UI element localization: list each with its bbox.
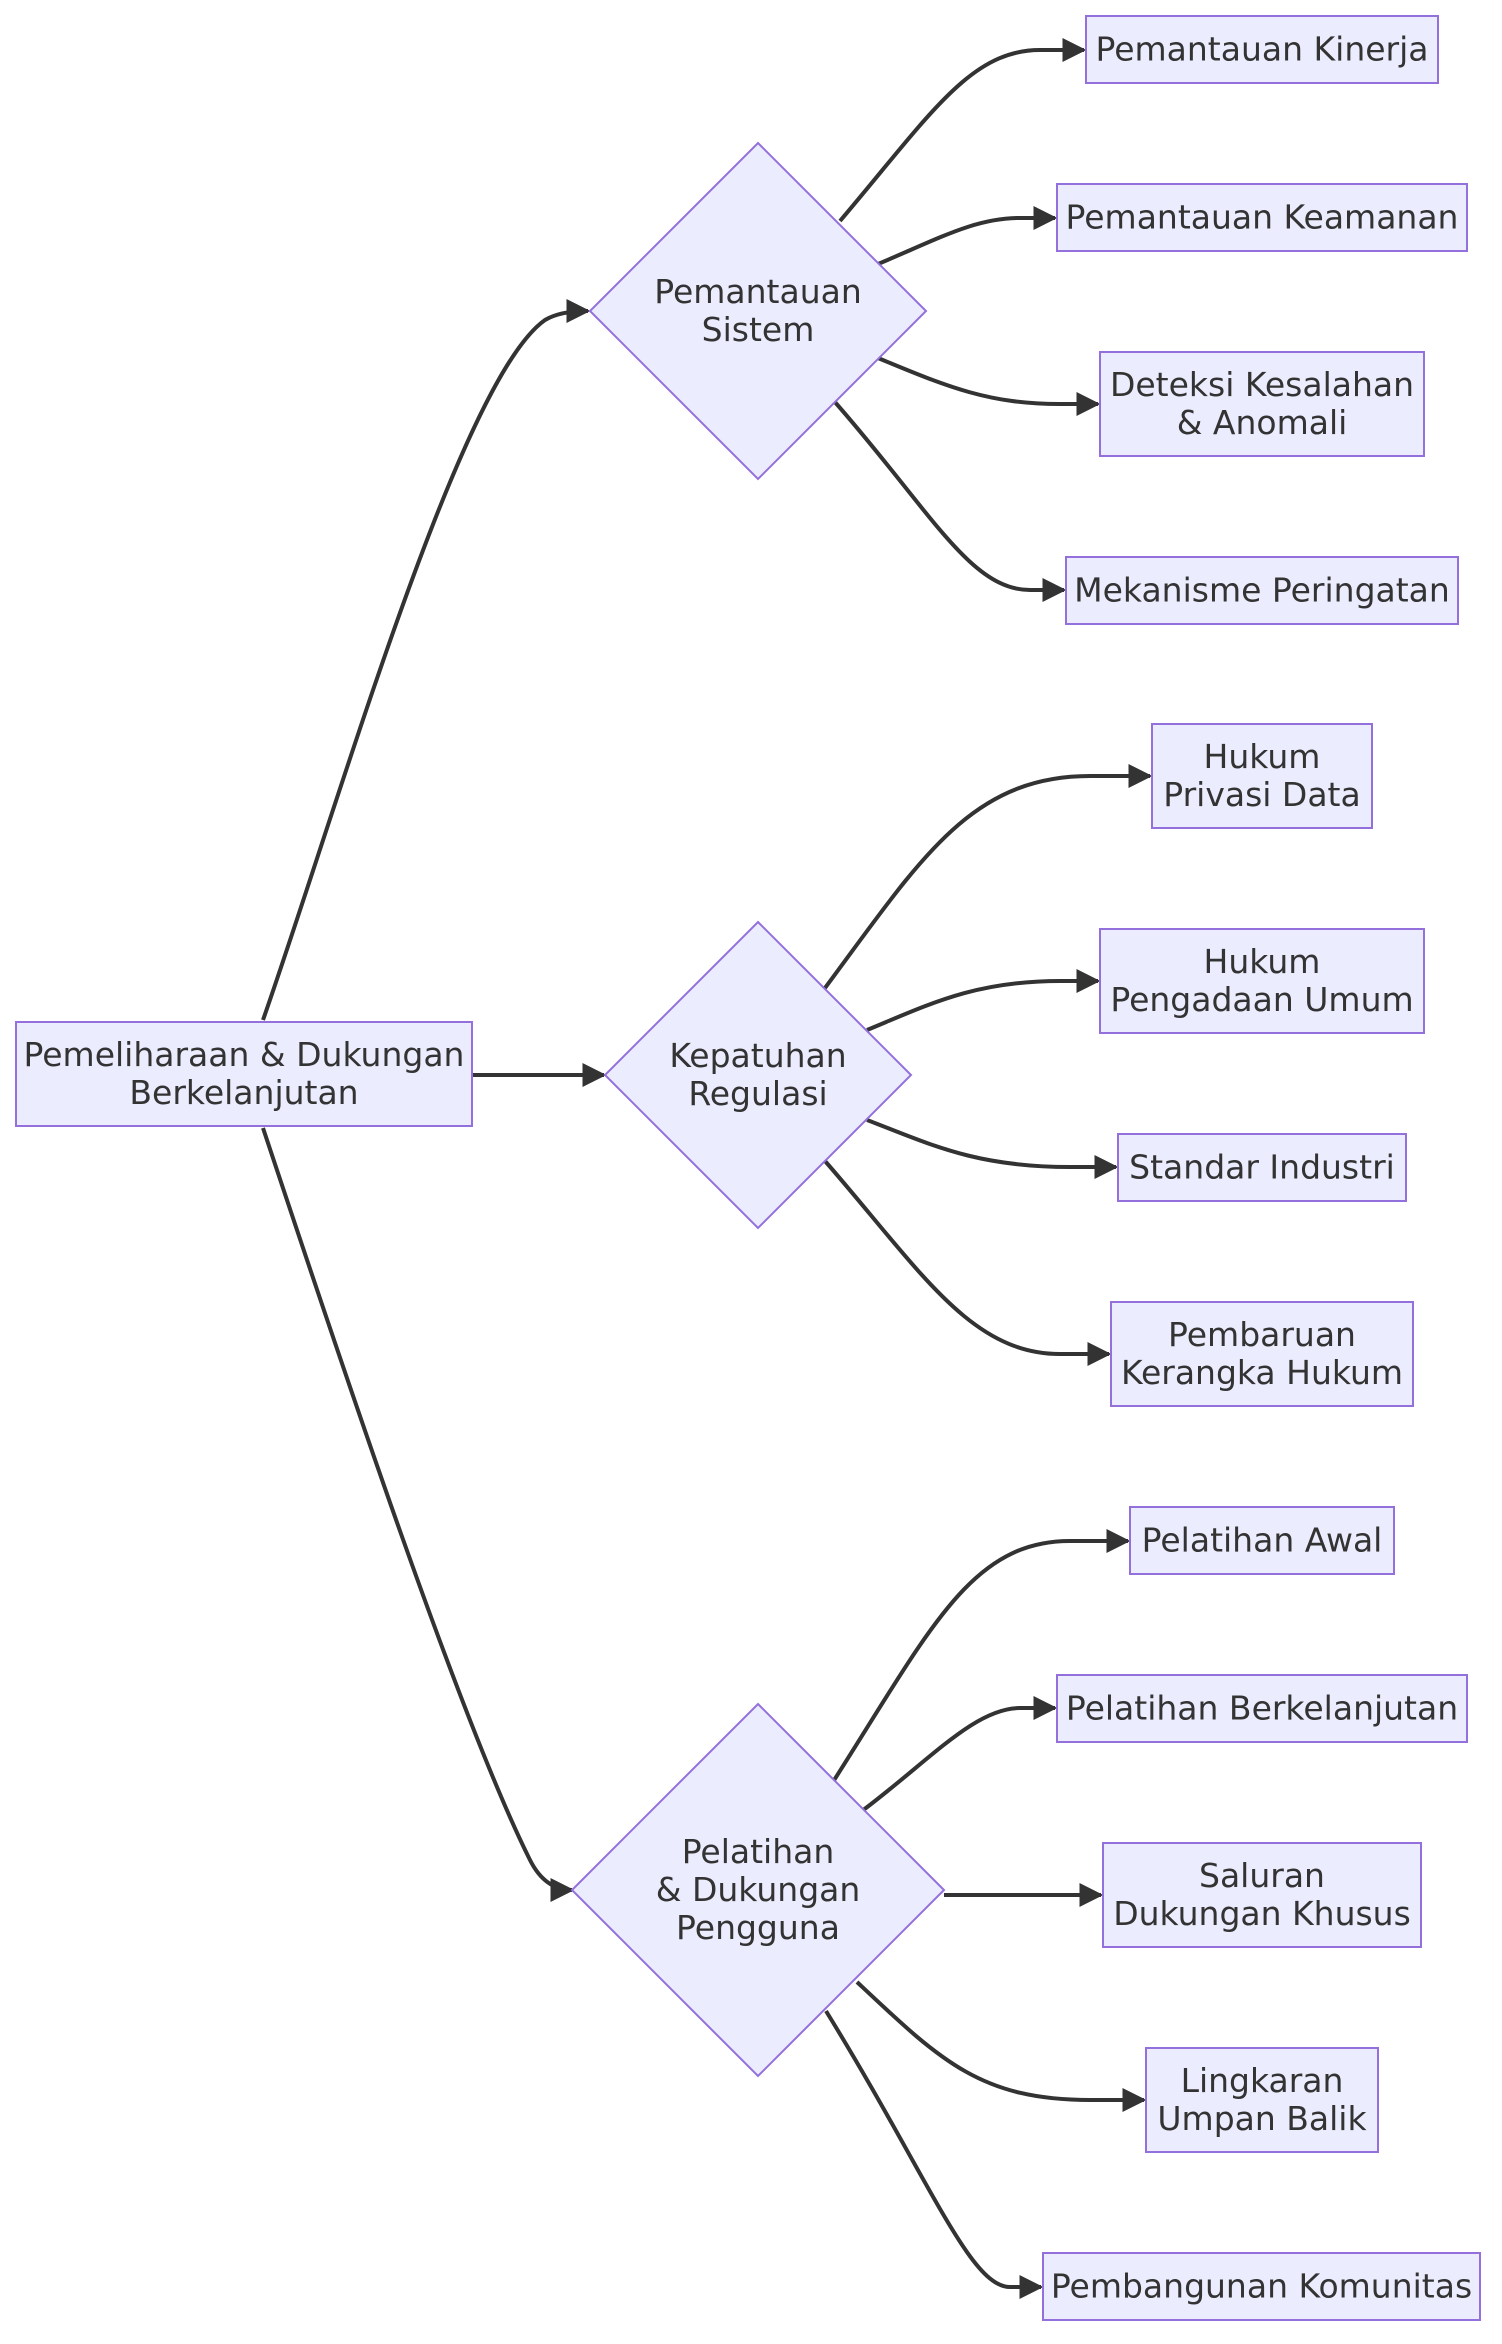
edge-compliance-c2 — [866, 969, 1101, 1032]
node-label-line: Pemeliharaan & Dukungan — [24, 1035, 465, 1074]
node-box — [1099, 928, 1425, 1034]
edge-monitoring-m4 — [832, 399, 1067, 602]
node-label-line: Pembangunan Komunitas — [1051, 2267, 1472, 2306]
node-label-line: Standar Industri — [1129, 1148, 1395, 1187]
edge-training-t2 — [860, 1696, 1058, 1813]
node-box — [1099, 351, 1425, 457]
edge-monitoring-m2 — [877, 206, 1058, 266]
leaf-node-c3[interactable]: Standar Industri — [1117, 1133, 1407, 1202]
node-label-line: Saluran — [1199, 1856, 1325, 1895]
node-label-line: Pemantauan Keamanan — [1066, 198, 1459, 237]
node-box — [1085, 15, 1439, 84]
node-box — [1042, 2252, 1481, 2321]
node-label-line: Umpan Balik — [1157, 2099, 1367, 2138]
node-label-line: Pemantauan — [654, 272, 862, 311]
node-label-line: Pembaruan — [1168, 1315, 1356, 1354]
node-label-line: Pelatihan — [682, 1832, 835, 1871]
node-label-line: Pemantauan Kinerja — [1096, 30, 1429, 69]
leaf-node-t2[interactable]: Pelatihan Berkelanjutan — [1056, 1674, 1468, 1743]
decision-diamond — [603, 920, 913, 1230]
edge-monitoring-m1 — [838, 38, 1087, 223]
node-box — [1110, 1301, 1414, 1407]
node-box — [1117, 1133, 1407, 1202]
node-label-line: & Dukungan — [656, 1870, 861, 1909]
node-label-line: Deteksi Kesalahan — [1110, 365, 1414, 404]
edge-compliance-c1 — [823, 764, 1153, 990]
node-label-line: Berkelanjutan — [129, 1073, 358, 1112]
node-box — [1065, 556, 1459, 625]
edge-training-t5 — [824, 2009, 1044, 2299]
node-box — [1145, 2047, 1379, 2153]
edge-layer — [261, 38, 1153, 2299]
node-box — [1151, 723, 1373, 829]
node-box — [1056, 1674, 1468, 1743]
leaf-node-t1[interactable]: Pelatihan Awal — [1129, 1506, 1395, 1575]
node-label-line: Dukungan Khusus — [1113, 1894, 1411, 1933]
node-label-line: Lingkaran — [1181, 2061, 1344, 2100]
node-label-line: Kepatuhan — [669, 1036, 846, 1075]
node-box — [1102, 1842, 1422, 1948]
edge-training-t4 — [855, 1980, 1147, 2112]
edge-training-t1 — [829, 1529, 1131, 1787]
decision-diamond — [570, 1702, 946, 2078]
node-label-line: Regulasi — [688, 1074, 827, 1113]
edge-root-training — [261, 1127, 575, 1902]
decision-diamond — [588, 141, 928, 481]
edge-compliance-c3 — [866, 1118, 1119, 1179]
node-box — [1056, 183, 1468, 252]
node-label-line: & Anomali — [1177, 403, 1348, 442]
node-label-line: Hukum — [1204, 737, 1321, 776]
node-label-line: Pengguna — [676, 1908, 840, 1947]
node-box — [15, 1021, 473, 1127]
node-label-line: Hukum — [1204, 942, 1321, 981]
leaf-node-m4[interactable]: Mekanisme Peringatan — [1065, 556, 1459, 625]
node-label-line: Sistem — [702, 310, 815, 349]
node-label-line: Kerangka Hukum — [1121, 1353, 1403, 1392]
leaf-node-m1[interactable]: Pemantauan Kinerja — [1085, 15, 1439, 84]
edge-root-monitoring — [261, 299, 591, 1021]
leaf-node-t5[interactable]: Pembangunan Komunitas — [1042, 2252, 1481, 2321]
node-label-line: Privasi Data — [1163, 775, 1360, 814]
leaf-node-m2[interactable]: Pemantauan Keamanan — [1056, 183, 1468, 252]
node-label-line: Pelatihan Berkelanjutan — [1066, 1689, 1458, 1728]
node-label-line: Mekanisme Peringatan — [1074, 571, 1450, 610]
edge-compliance-c4 — [823, 1159, 1112, 1366]
node-box — [1129, 1506, 1395, 1575]
edge-monitoring-m3 — [877, 356, 1101, 416]
leaf-node-m3[interactable]: Deteksi Kesalahan& Anomali — [1099, 351, 1425, 457]
node-label-line: Pelatihan Awal — [1142, 1521, 1383, 1560]
node-label-line: Pengadaan Umum — [1110, 980, 1413, 1019]
